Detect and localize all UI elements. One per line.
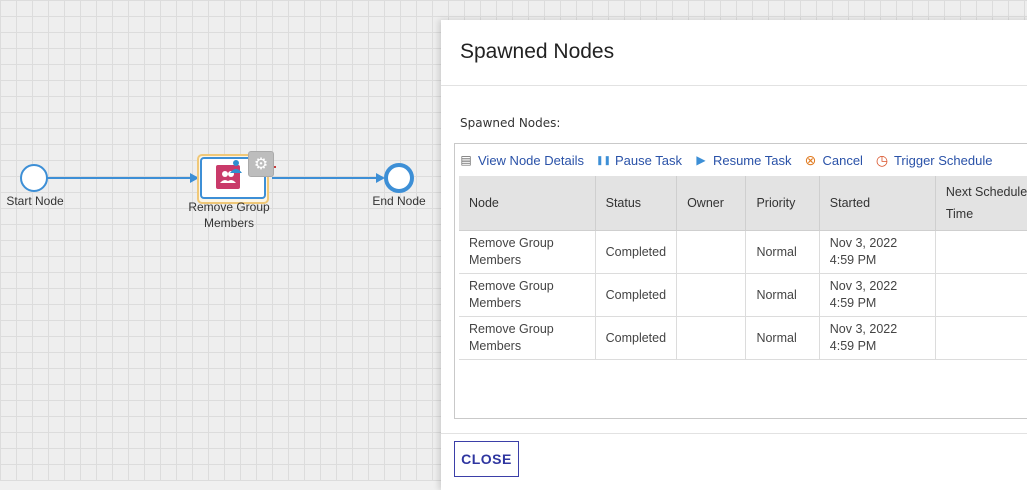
cell-priority: Normal	[745, 316, 820, 360]
trigger-schedule-label: Trigger Schedule	[893, 152, 993, 168]
cell-node: Remove Group Members	[459, 273, 596, 317]
cell-priority: Normal	[745, 273, 820, 317]
spawned-nodes-grid: ▤ View Node Details ❚❚ Pause Task ▶ Resu…	[454, 143, 1027, 419]
section-label: Spawned Nodes:	[460, 116, 561, 130]
end-node-label: End Node	[372, 194, 426, 208]
cell-next-schedule-time	[935, 230, 1027, 274]
resume-task-button[interactable]: ▶ Resume Task	[694, 152, 792, 168]
task-node-label-line: Remove Group	[188, 200, 270, 214]
view-node-details-label: View Node Details	[478, 152, 584, 168]
connector-arrowhead	[190, 173, 199, 183]
connector-start-task	[46, 177, 194, 179]
cell-started: Nov 3, 2022 4:59 PM	[819, 273, 936, 317]
pause-task-label: Pause Task	[614, 152, 682, 168]
dialog-header-divider	[441, 85, 1027, 86]
task-node-label: Remove Group Members	[178, 199, 280, 231]
cell-status: Completed	[595, 316, 678, 360]
pause-icon: ❚❚	[595, 155, 612, 165]
task-node-remove-group-members[interactable]	[200, 157, 266, 199]
cell-owner	[676, 273, 747, 317]
column-header-status[interactable]: Status	[595, 176, 678, 231]
end-node[interactable]	[384, 163, 414, 193]
column-header-owner[interactable]: Owner	[676, 176, 747, 231]
cell-started: Nov 3, 2022 4:59 PM	[819, 230, 936, 274]
user-badge-icon	[230, 158, 242, 173]
grid-toolbar: ▤ View Node Details ❚❚ Pause Task ▶ Resu…	[459, 150, 1004, 170]
pause-task-button[interactable]: ❚❚ Pause Task	[596, 153, 682, 168]
connector-task-end	[272, 177, 378, 179]
start-node[interactable]	[20, 164, 48, 192]
cell-node: Remove Group Members	[459, 230, 596, 274]
dialog-footer-divider	[441, 433, 1027, 434]
column-header-started[interactable]: Started	[819, 176, 936, 231]
table-row[interactable]: Remove Group Members Completed Normal No…	[459, 273, 1027, 317]
gear-icon[interactable]: ⚙	[248, 151, 274, 177]
resume-task-label: Resume Task	[712, 152, 792, 168]
connector-arrowhead	[376, 173, 385, 183]
calendar-trigger-icon: ◷	[875, 152, 889, 168]
table-header-row: Node Status Owner Priority Started Next …	[459, 176, 1027, 231]
table-row[interactable]: Remove Group Members Completed Normal No…	[459, 230, 1027, 274]
cell-status: Completed	[595, 230, 678, 274]
dialog-title: Spawned Nodes	[460, 40, 615, 63]
cell-owner	[676, 230, 747, 274]
column-header-next-schedule-time[interactable]: Next Schedule Time	[935, 176, 1027, 231]
start-node-label: Start Node	[6, 194, 64, 208]
cell-priority: Normal	[745, 230, 820, 274]
column-header-priority[interactable]: Priority	[745, 176, 820, 231]
cell-next-schedule-time	[935, 316, 1027, 360]
cell-status: Completed	[595, 273, 678, 317]
grid-details-icon: ▤	[460, 153, 472, 167]
view-node-details-button[interactable]: ▤ View Node Details	[459, 153, 584, 168]
cell-owner	[676, 316, 747, 360]
trigger-schedule-button[interactable]: ◷ Trigger Schedule	[875, 153, 993, 168]
close-button[interactable]: CLOSE	[454, 441, 519, 477]
spawned-nodes-table: Node Status Owner Priority Started Next …	[459, 176, 1027, 360]
spawned-nodes-dialog: Spawned Nodes Spawned Nodes: ▤ View Node…	[441, 20, 1027, 490]
resume-icon: ▶	[696, 153, 706, 167]
cell-started: Nov 3, 2022 4:59 PM	[819, 316, 936, 360]
table-row[interactable]: Remove Group Members Completed Normal No…	[459, 316, 1027, 360]
cancel-label: Cancel	[822, 152, 863, 168]
column-header-node[interactable]: Node	[459, 176, 596, 231]
cancel-button[interactable]: ⊗ Cancel	[803, 152, 863, 168]
cell-next-schedule-time	[935, 273, 1027, 317]
cell-node: Remove Group Members	[459, 316, 596, 360]
cancel-icon: ⊗	[804, 152, 817, 168]
task-node-label-line: Members	[203, 216, 254, 230]
